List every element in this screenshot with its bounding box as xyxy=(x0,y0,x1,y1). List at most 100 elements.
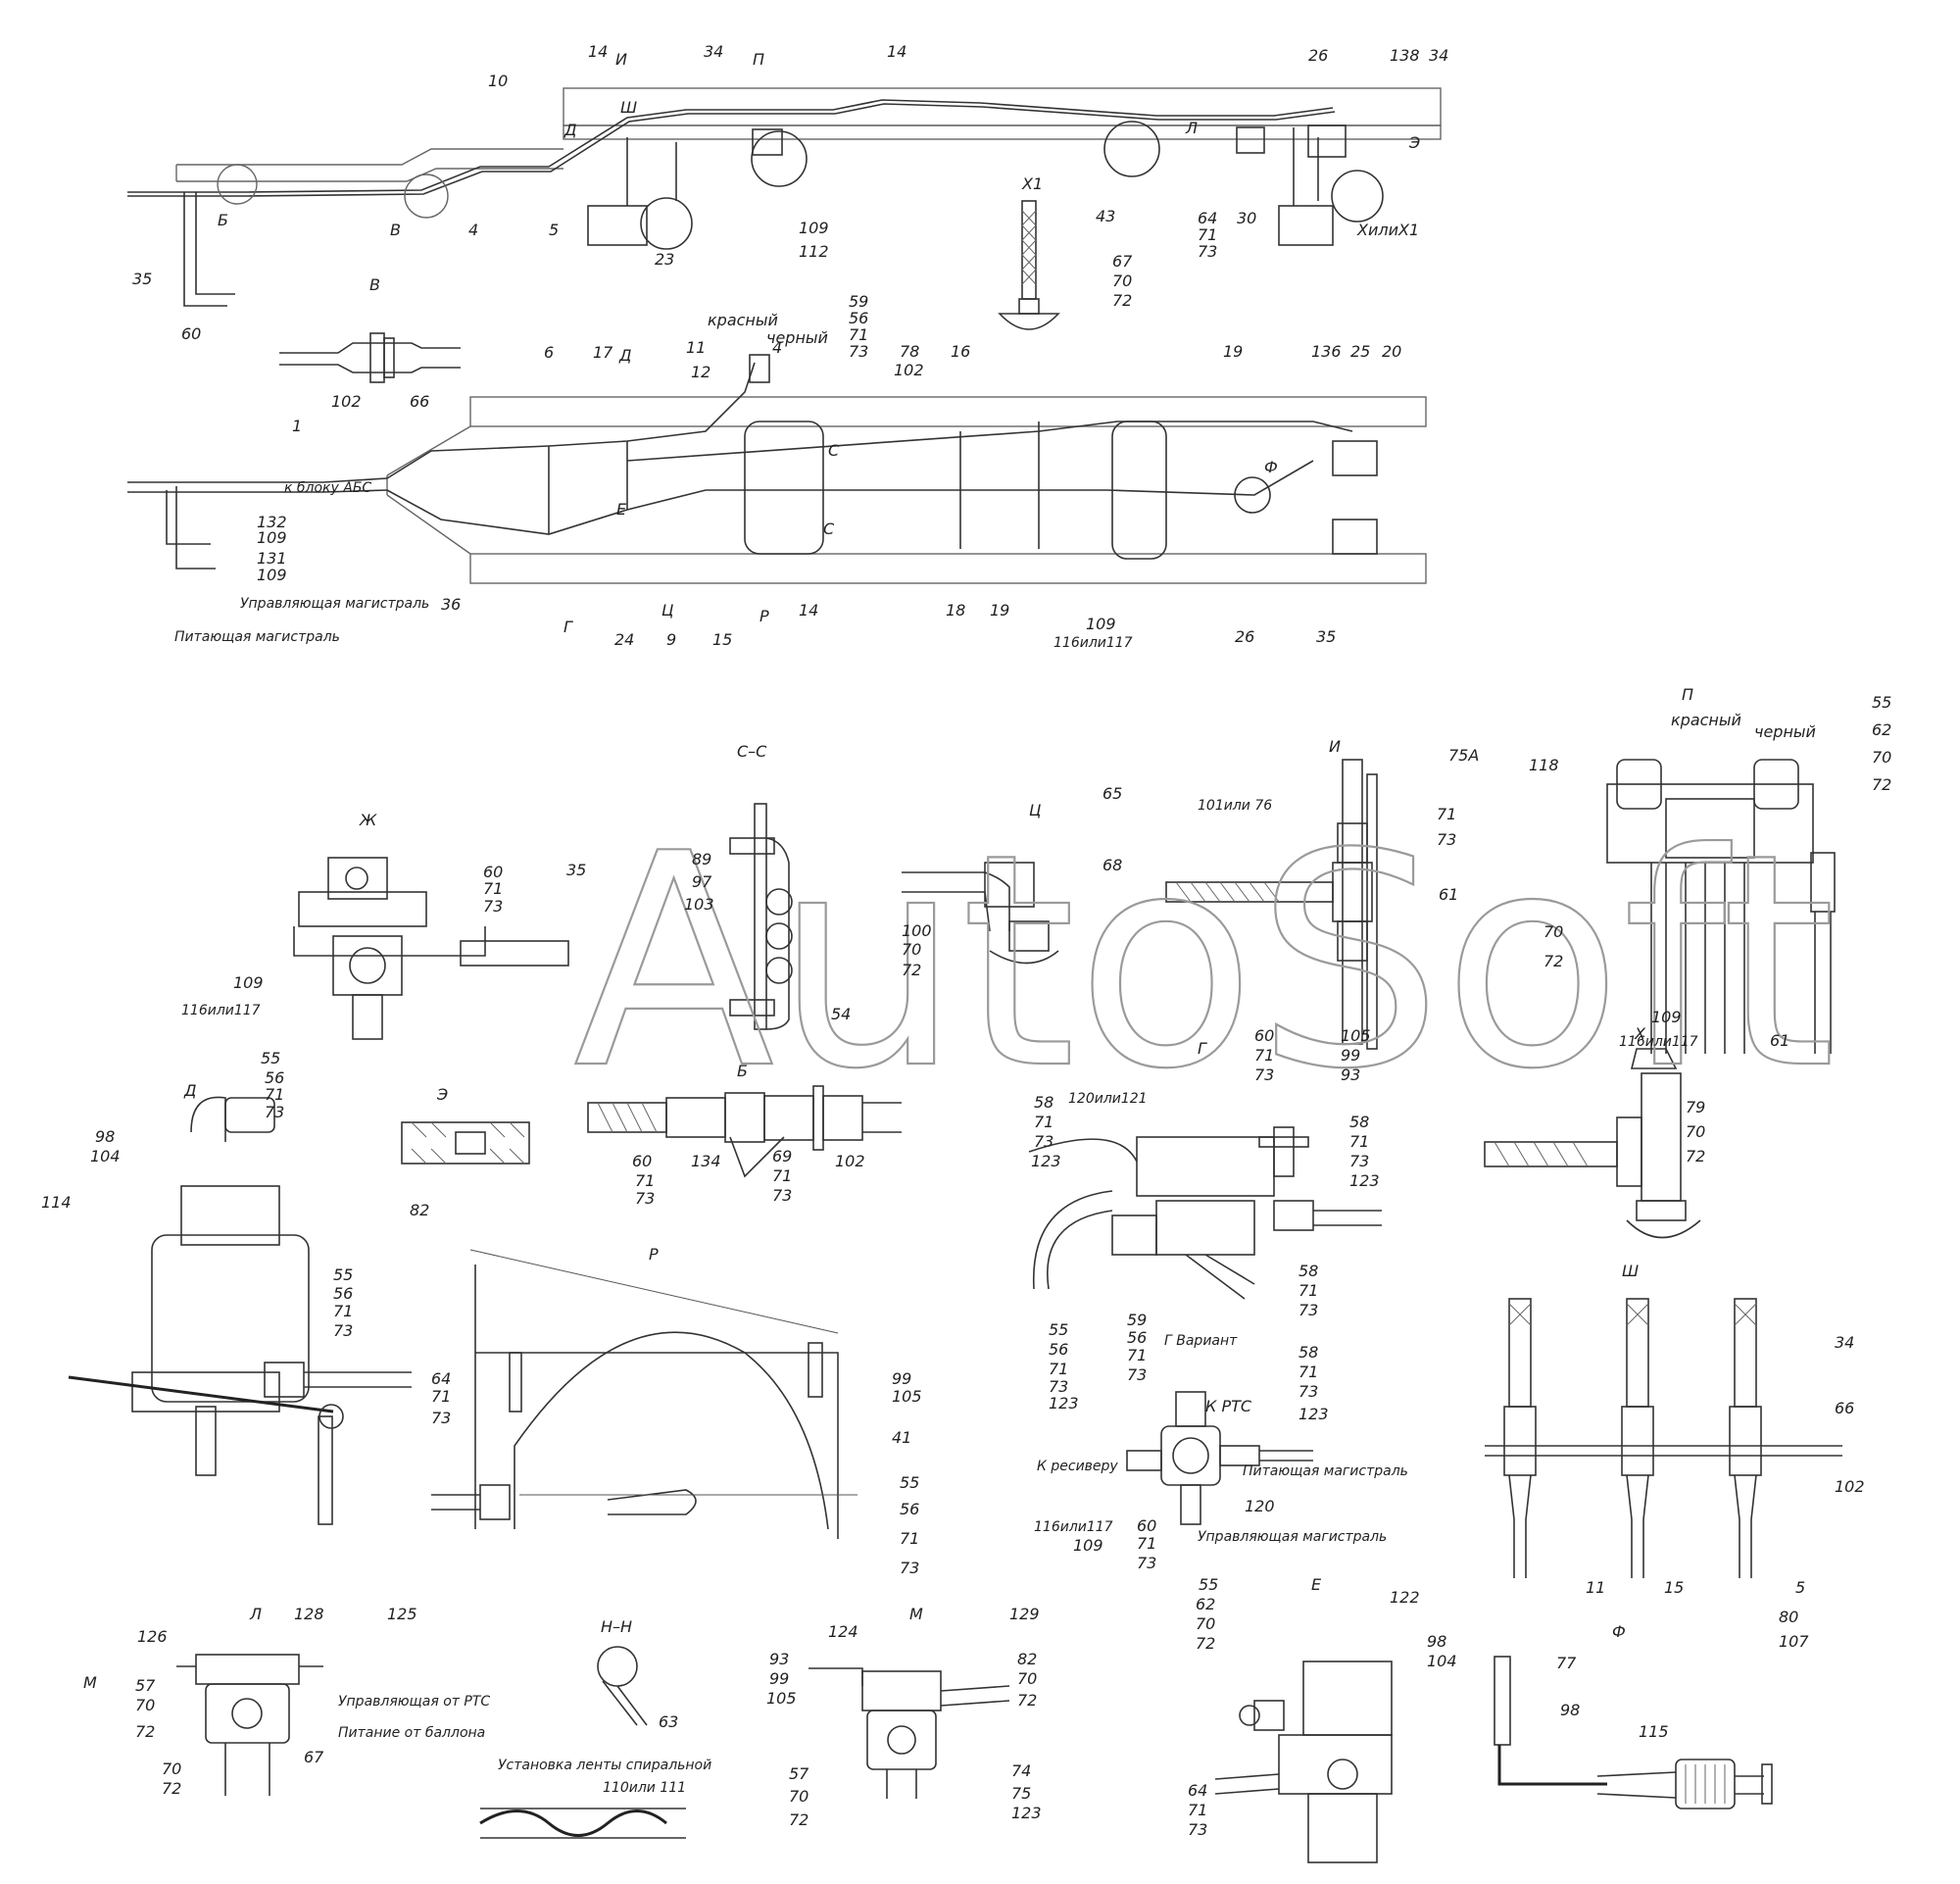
callout-cEb: Е xyxy=(616,500,627,519)
callout-cDb: Д xyxy=(618,346,632,365)
callout-c71l: 71 xyxy=(333,1302,353,1320)
callout-c11b: 11 xyxy=(1586,1578,1605,1597)
callout-c56a: 56 xyxy=(849,309,868,327)
detail-e xyxy=(401,1121,530,1165)
callout-c60a: 60 xyxy=(181,324,201,343)
callout-c120a: 120или121 xyxy=(1068,1091,1148,1107)
callout-c134: 134 xyxy=(691,1152,721,1170)
callout-c69: 69 xyxy=(772,1147,792,1165)
callout-c14a: 14 xyxy=(588,42,608,61)
callout-c55f: 55 xyxy=(1199,1575,1218,1594)
callout-c70h: 70 xyxy=(135,1696,155,1714)
callout-c98c: 98 xyxy=(1560,1701,1580,1719)
watermark: AutoSoft xyxy=(573,791,1836,1133)
callout-c110: 110или 111 xyxy=(603,1780,686,1796)
callout-c66b: 66 xyxy=(1835,1399,1854,1417)
callout-cTs: Ц xyxy=(662,601,673,620)
callout-c71i: 71 xyxy=(635,1171,655,1190)
callout-c102d: 102 xyxy=(1835,1477,1865,1496)
callout-c25: 25 xyxy=(1350,342,1370,361)
callout-c70j: 70 xyxy=(789,1787,808,1806)
callout-tZh: Ж xyxy=(359,811,377,829)
detail-g-variant xyxy=(1126,1391,1313,1525)
callout-c99c: 99 xyxy=(769,1669,789,1688)
callout-c15a: 15 xyxy=(712,630,732,649)
callout-c71g: 71 xyxy=(1034,1113,1054,1131)
callout-cABS: к блоку АБС xyxy=(284,480,371,496)
callout-c34b: 34 xyxy=(1429,46,1448,65)
callout-c71o: 71 xyxy=(1298,1363,1318,1381)
callout-c54: 54 xyxy=(831,1005,851,1023)
callout-c71s: 71 xyxy=(1188,1801,1207,1819)
callout-c138: 138 xyxy=(1390,46,1420,65)
callout-c60c: 60 xyxy=(1254,1026,1274,1045)
callout-c70e: 70 xyxy=(1686,1122,1705,1141)
callout-c57a: 57 xyxy=(135,1676,156,1695)
callout-cPa: П xyxy=(753,50,764,69)
callout-tE: Э xyxy=(436,1085,448,1104)
callout-cUprRTS: Управляющая от РТС xyxy=(338,1694,490,1710)
callout-tB: Б xyxy=(737,1062,748,1080)
callout-c120b: 120 xyxy=(1245,1497,1275,1515)
callout-c64c: 64 xyxy=(1188,1781,1207,1800)
callout-c58a: 58 xyxy=(1034,1093,1054,1112)
callout-cKRTS: К РТС xyxy=(1205,1397,1252,1415)
callout-c72f: 72 xyxy=(1196,1634,1215,1653)
callout-c19b: 19 xyxy=(990,601,1009,620)
callout-c99a: 99 xyxy=(1341,1046,1360,1065)
callout-cL: Л xyxy=(1185,119,1198,137)
callout-c99b: 99 xyxy=(892,1369,911,1388)
callout-c56c: 56 xyxy=(333,1284,353,1303)
callout-c118: 118 xyxy=(1529,756,1559,774)
callout-c73f: 73 xyxy=(265,1103,284,1121)
callout-c75: 75 xyxy=(1011,1784,1031,1803)
callout-c60d: 60 xyxy=(632,1152,652,1170)
callout-c66a: 66 xyxy=(410,392,429,411)
callout-c10: 10 xyxy=(488,72,508,90)
detail-l xyxy=(176,1654,323,1796)
callout-c124: 124 xyxy=(828,1622,858,1641)
callout-tX: Х xyxy=(1634,1024,1646,1043)
detail-ts xyxy=(902,862,1059,965)
callout-c80: 80 xyxy=(1779,1608,1798,1626)
callout-c71q: 71 xyxy=(900,1529,919,1548)
callout-c41: 41 xyxy=(892,1428,911,1447)
callout-c71p: 71 xyxy=(431,1387,451,1406)
callout-tI: И xyxy=(1329,737,1341,756)
callout-c57b: 57 xyxy=(789,1764,809,1783)
callout-c132: 132 xyxy=(257,513,287,531)
callout-ckras: красный xyxy=(708,311,778,329)
detail-e-cyr xyxy=(1214,1661,1393,1863)
callout-c72d: 72 xyxy=(1544,952,1563,970)
callout-cRa: Р xyxy=(760,607,769,625)
detail-cc xyxy=(729,803,793,1030)
callout-c68: 68 xyxy=(1102,856,1122,874)
callout-c65: 65 xyxy=(1102,784,1122,803)
callout-c71b: 71 xyxy=(849,325,868,344)
callout-cHX1: ХилиХ1 xyxy=(1356,221,1419,239)
callout-c98a: 98 xyxy=(95,1127,115,1146)
detail-zh xyxy=(293,857,569,1040)
callout-c73c: 73 xyxy=(1437,830,1456,849)
callout-c16: 16 xyxy=(951,342,970,361)
callout-c35b: 35 xyxy=(1316,627,1336,646)
callout-c15b: 15 xyxy=(1664,1578,1684,1597)
callout-c34c: 34 xyxy=(1835,1333,1854,1352)
callout-c14b: 14 xyxy=(887,42,906,61)
callout-c97: 97 xyxy=(692,872,712,891)
callout-c35c: 35 xyxy=(566,861,586,879)
callout-c93a: 93 xyxy=(1341,1066,1360,1084)
callout-tD: Д xyxy=(183,1081,197,1100)
callout-c109b: 109 xyxy=(257,528,287,547)
callout-c109g: 109 xyxy=(1073,1536,1103,1555)
callout-c100: 100 xyxy=(902,921,932,940)
callout-c123e: 123 xyxy=(1011,1804,1042,1822)
callout-c30: 30 xyxy=(1237,209,1256,227)
callout-cSa: С xyxy=(828,441,840,460)
callout-c73i: 73 xyxy=(635,1189,655,1208)
callout-c73s: 73 xyxy=(1188,1820,1207,1839)
detail-g xyxy=(1028,1126,1382,1300)
callout-c17: 17 xyxy=(593,343,613,362)
detail-nn xyxy=(479,1646,686,1839)
detail-m xyxy=(808,1667,1010,1799)
